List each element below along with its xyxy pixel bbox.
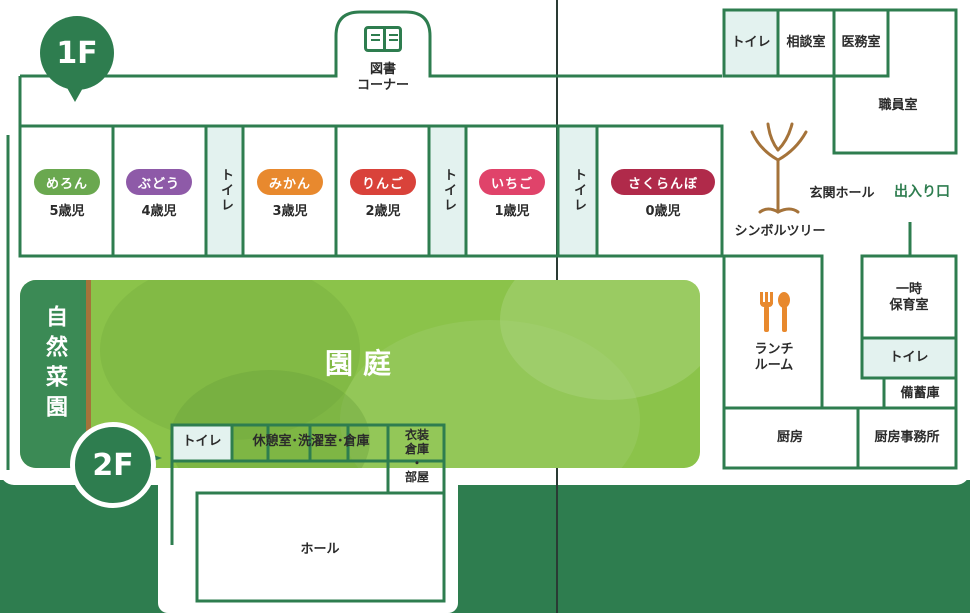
toilet-top-right: トイレ [731,35,771,50]
classroom-pill-grape: ぶどう [126,169,192,195]
temp-care-room: 一時 保育室 [889,282,929,313]
classroom-age-3: 3歳児 [272,204,308,219]
hall-2f: ホール [300,542,340,557]
floor-2f-label: 2F [92,447,134,483]
kitchen: 厨房 [776,430,803,445]
toilet-right: トイレ [889,350,929,365]
book-icon [364,26,402,52]
floor-2f-badge: 2F [70,422,156,508]
classroom-age-2: 2歳児 [365,204,401,219]
entrance-hall-label: 玄関ホール [809,186,875,201]
vegetable-garden-strip [20,280,86,468]
rest-laundry-storage: 休憩室･洗濯室･倉庫 [252,434,370,449]
classroom-pill-apple: りんご [350,169,416,195]
consultation-room: 相談室 [786,35,826,50]
entrance-label: 出入り口 [894,184,950,200]
symbol-tree-label: シンボルツリー [734,224,826,239]
classroom-pill-cherry: さくらんぼ [611,169,715,195]
classroom-pill-strawberry: いちご [479,169,545,195]
classroom-age-5: 5歳児 [49,204,85,219]
toilet-2f: トイレ [182,434,222,449]
floor-1f-badge: 1F [40,16,114,90]
storage-room: 備蓄庫 [900,386,940,401]
fork-knife-icon [758,292,792,332]
garden-label: 園庭 [325,347,402,380]
toilet-3: トイレ [571,168,586,213]
vegetable-garden-label: 自然菜園 [42,305,67,425]
medical-room: 医務室 [841,35,881,50]
costume-storage-room: 衣装 倉庫 ・ 部屋 [404,428,429,484]
toilet-2: トイレ [441,168,456,213]
classroom-pill-melon: めろん [34,169,100,195]
floor-1f-label: 1F [56,35,98,71]
toilet-1: トイレ [218,168,233,213]
lunch-room-label: ランチ ルーム [754,342,794,373]
kitchen-office: 厨房事務所 [874,430,940,445]
staff-room: 職員室 [878,98,918,113]
classroom-age-1: 1歳児 [494,204,530,219]
library-corner-label: 図書 コーナー [356,62,409,93]
classroom-pill-mikan: みかん [257,169,323,195]
classroom-age-4: 4歳児 [141,204,177,219]
classroom-age-0: 0歳児 [645,204,681,219]
